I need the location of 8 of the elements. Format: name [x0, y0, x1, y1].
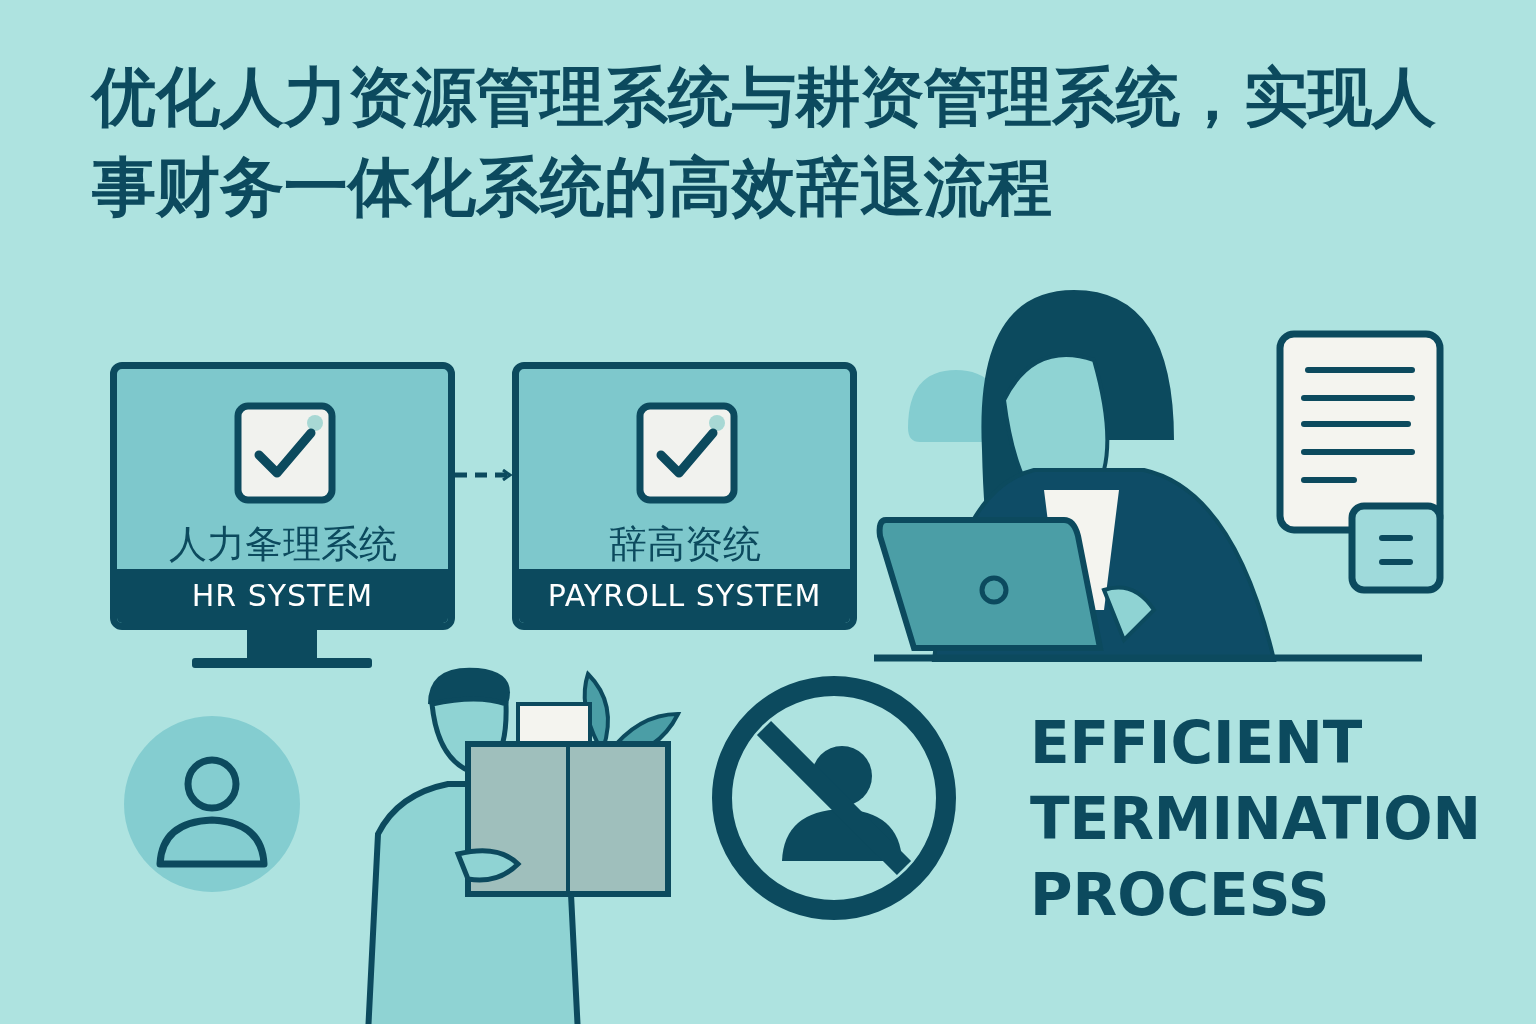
app-window	[512, 362, 857, 630]
system-caption: HR SYSTEM	[117, 569, 448, 623]
system-caption: PAYROLL SYSTEM	[519, 569, 850, 623]
title: 优化人力资源管理系统与耕资管理系统，实现人事财务一体化系统的高效辞退流程	[92, 59, 1437, 226]
caption-text: EFFICIENT TERMINATION PROCESS	[1030, 708, 1483, 931]
system-name: 人力夆理系统	[167, 521, 398, 568]
system-name: 辞高资统	[607, 521, 762, 568]
dashed-arrow	[455, 468, 512, 482]
